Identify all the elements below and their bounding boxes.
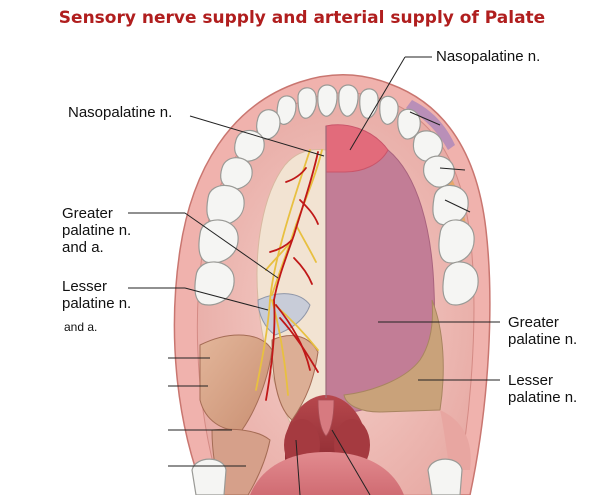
- label-greater-palatine-left: Greater palatine n. and a.: [62, 205, 132, 256]
- leader-greater-left-2: [184, 212, 279, 279]
- uvula: [317, 399, 335, 437]
- right-gingiva-strip-2: [406, 100, 455, 150]
- page-title: Sensory nerve supply and arterial supply…: [58, 8, 546, 28]
- label-nasopalatine-left: Nasopalatine n.: [68, 104, 173, 121]
- label-nasopalatine-right: Nasopalatine n.: [436, 48, 541, 65]
- lower-teeth: [191, 458, 463, 495]
- nasopalatine-territory: [325, 124, 389, 173]
- upper-teeth: [194, 84, 479, 306]
- label-lesser-palatine-left-extra: and a.: [64, 320, 98, 334]
- label-greater-palatine-right: Greater palatine n.: [508, 314, 578, 348]
- muscle-left-upper: [199, 334, 273, 431]
- tongue: [250, 452, 404, 495]
- leader-bottom-2: [331, 429, 371, 495]
- leader-right-mid: [439, 167, 466, 171]
- maxillary-tuberosity: [440, 410, 471, 470]
- nerve-branches: [255, 149, 323, 396]
- leader-lines: [128, 56, 500, 495]
- leader-right-mid-2: [444, 199, 471, 213]
- leader-nasopalatine-left: [189, 115, 325, 157]
- lesser-palatine-territory: [343, 299, 444, 413]
- artery-branches: [265, 151, 319, 401]
- leader-right-top: [409, 111, 441, 126]
- label-lesser-palatine-right: Lesser palatine n.: [508, 372, 578, 406]
- label-lesser-palatine-left: Lesser palatine n.: [62, 278, 132, 312]
- leader-lesser-left-2: [184, 287, 269, 311]
- leader-nasopalatine-right-2: [349, 56, 406, 151]
- leader-bottom-1: [295, 439, 301, 495]
